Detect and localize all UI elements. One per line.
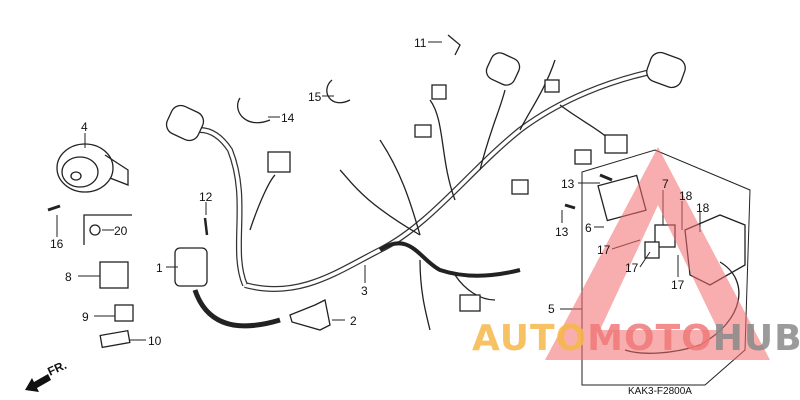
label-13a: 13	[561, 177, 575, 191]
label-20: 20	[114, 224, 128, 238]
horn	[56, 143, 114, 193]
label-17c: 17	[671, 278, 685, 292]
front-arrow-icon	[25, 374, 51, 392]
label-5: 5	[548, 302, 555, 316]
label-7: 7	[662, 177, 669, 191]
label-11: 11	[414, 36, 427, 50]
front-marker: FR.	[45, 358, 68, 379]
label-9: 9	[82, 310, 89, 324]
label-10: 10	[148, 334, 162, 348]
fuse	[114, 304, 134, 322]
label-4: 4	[81, 120, 88, 134]
label-3: 3	[361, 284, 368, 298]
part-labels: 1 2 3 4 5 6 7 8 9 10 11 12 13 13 14 15 1…	[50, 36, 710, 348]
watermark-hub: HUB	[712, 318, 800, 359]
watermark-logo: AUTOMOTOHUB	[472, 321, 800, 357]
fuse-cover	[99, 329, 131, 349]
ignition-coil	[174, 247, 208, 287]
relay	[99, 261, 129, 289]
label-6: 6	[585, 221, 592, 235]
label-13b: 13	[555, 225, 569, 239]
connector-canister	[165, 104, 205, 142]
connector-canister	[485, 52, 521, 86]
spark-plug-cap	[289, 299, 331, 331]
label-16: 16	[50, 237, 64, 251]
watermark-auto: AUTO	[472, 318, 588, 359]
watermark-triangle	[545, 147, 770, 360]
connector-canister	[646, 51, 686, 89]
label-18a: 18	[679, 189, 693, 203]
label-2: 2	[350, 314, 357, 328]
watermark-moto: MOTO	[587, 318, 713, 359]
label-8: 8	[65, 270, 72, 284]
label-15: 15	[308, 90, 322, 104]
label-12: 12	[199, 190, 213, 204]
label-1: 1	[156, 261, 163, 275]
drawing-code: KAK3-F2800A	[628, 386, 692, 397]
label-17b: 17	[625, 261, 639, 275]
label-17a: 17	[597, 243, 611, 257]
label-14: 14	[281, 111, 295, 125]
label-18b: 18	[696, 201, 710, 215]
